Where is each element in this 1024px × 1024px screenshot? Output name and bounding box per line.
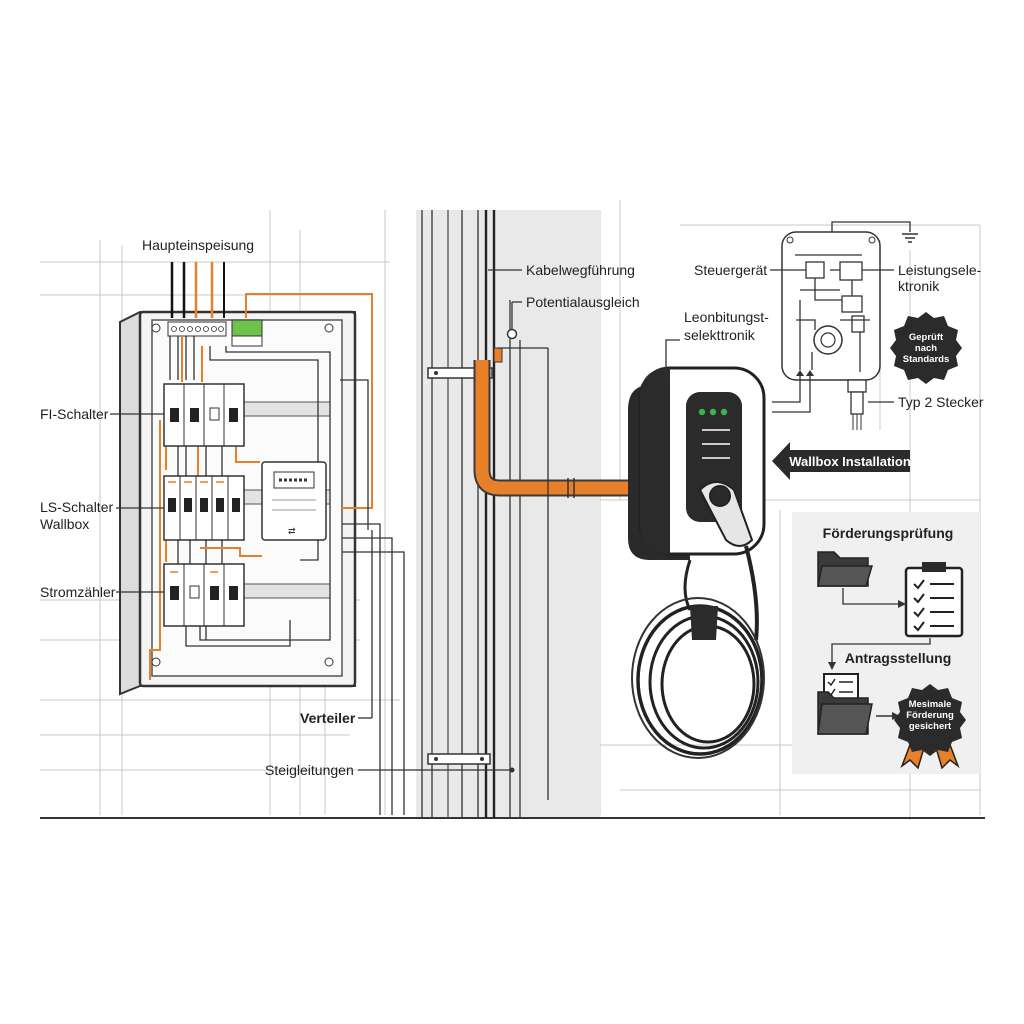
- distribution-panel: ⇄: [119, 262, 405, 815]
- label-stromzaehler: Stromzähler: [40, 584, 116, 600]
- riser-shaft: [416, 210, 600, 818]
- wallbox-charger: [600, 366, 766, 759]
- badge-certified-line3: Standards: [903, 354, 949, 365]
- certified-badge: Geprüft nach Standards: [890, 312, 962, 384]
- label-typ2-stecker: Typ 2 Stecker: [898, 394, 984, 410]
- labels: Haupteinspeisung FI-Schalter LS-Schalter…: [40, 237, 984, 778]
- fi-switch-module: [163, 383, 245, 447]
- label-leonbitungs-line2: selekttronik: [684, 327, 756, 343]
- badge-certified-line2: nach: [915, 343, 937, 354]
- svg-text:⇄: ⇄: [288, 526, 296, 536]
- cable-conduit-fill: [475, 360, 650, 495]
- funding-panel: Mesimale Förderung gesichert Förderungsp…: [792, 512, 980, 774]
- label-verteiler: Verteiler: [300, 710, 356, 726]
- label-potentialausgleich: Potentialausgleich: [526, 294, 640, 310]
- label-leonbitungs-line1: Leonbitungst-: [684, 309, 769, 325]
- application-folder-icon: [817, 673, 873, 735]
- riser-cables: [421, 210, 521, 818]
- energy-meter: ⇄: [261, 461, 327, 541]
- badge-max-line2: Förderung: [906, 710, 954, 721]
- checklist-icon: [904, 562, 964, 638]
- label-ls-schalter-wallbox: Wallbox: [40, 516, 89, 532]
- label-steuergeraet: Steuergerät: [694, 262, 767, 278]
- badge-certified-line1: Geprüft: [909, 332, 944, 343]
- label-haupteinspeisung: Haupteinspeisung: [142, 237, 254, 253]
- label-kabelwegfuehrung: Kabelwegführung: [526, 262, 635, 278]
- label-fi-schalter: FI-Schalter: [40, 406, 109, 422]
- ls-switch-module: [163, 475, 245, 541]
- wallbox-installation-banner: Wallbox Installation: [772, 442, 911, 480]
- max-funding-badge: Mesimale Förderung gesichert: [894, 684, 966, 770]
- label-ls-schalter: LS-Schalter: [40, 499, 113, 515]
- label-leistungselektronik-line1: Leistungsele-: [898, 262, 982, 278]
- label-steigleitungen: Steigleitungen: [265, 762, 354, 778]
- breaker-module-lower: [163, 563, 245, 627]
- label-antragsstellung: Antragsstellung: [845, 650, 952, 666]
- label-foerderungspruefung: Förderungsprüfung: [823, 525, 954, 541]
- badge-max-line3: gesichert: [909, 721, 952, 732]
- leader-lines: [110, 269, 894, 800]
- label-leistungselektronik-line2: ktronik: [898, 278, 940, 294]
- banner-text: Wallbox Installation: [789, 454, 911, 469]
- badge-max-line1: Mesimale: [909, 699, 952, 710]
- control-schematic: [772, 221, 918, 430]
